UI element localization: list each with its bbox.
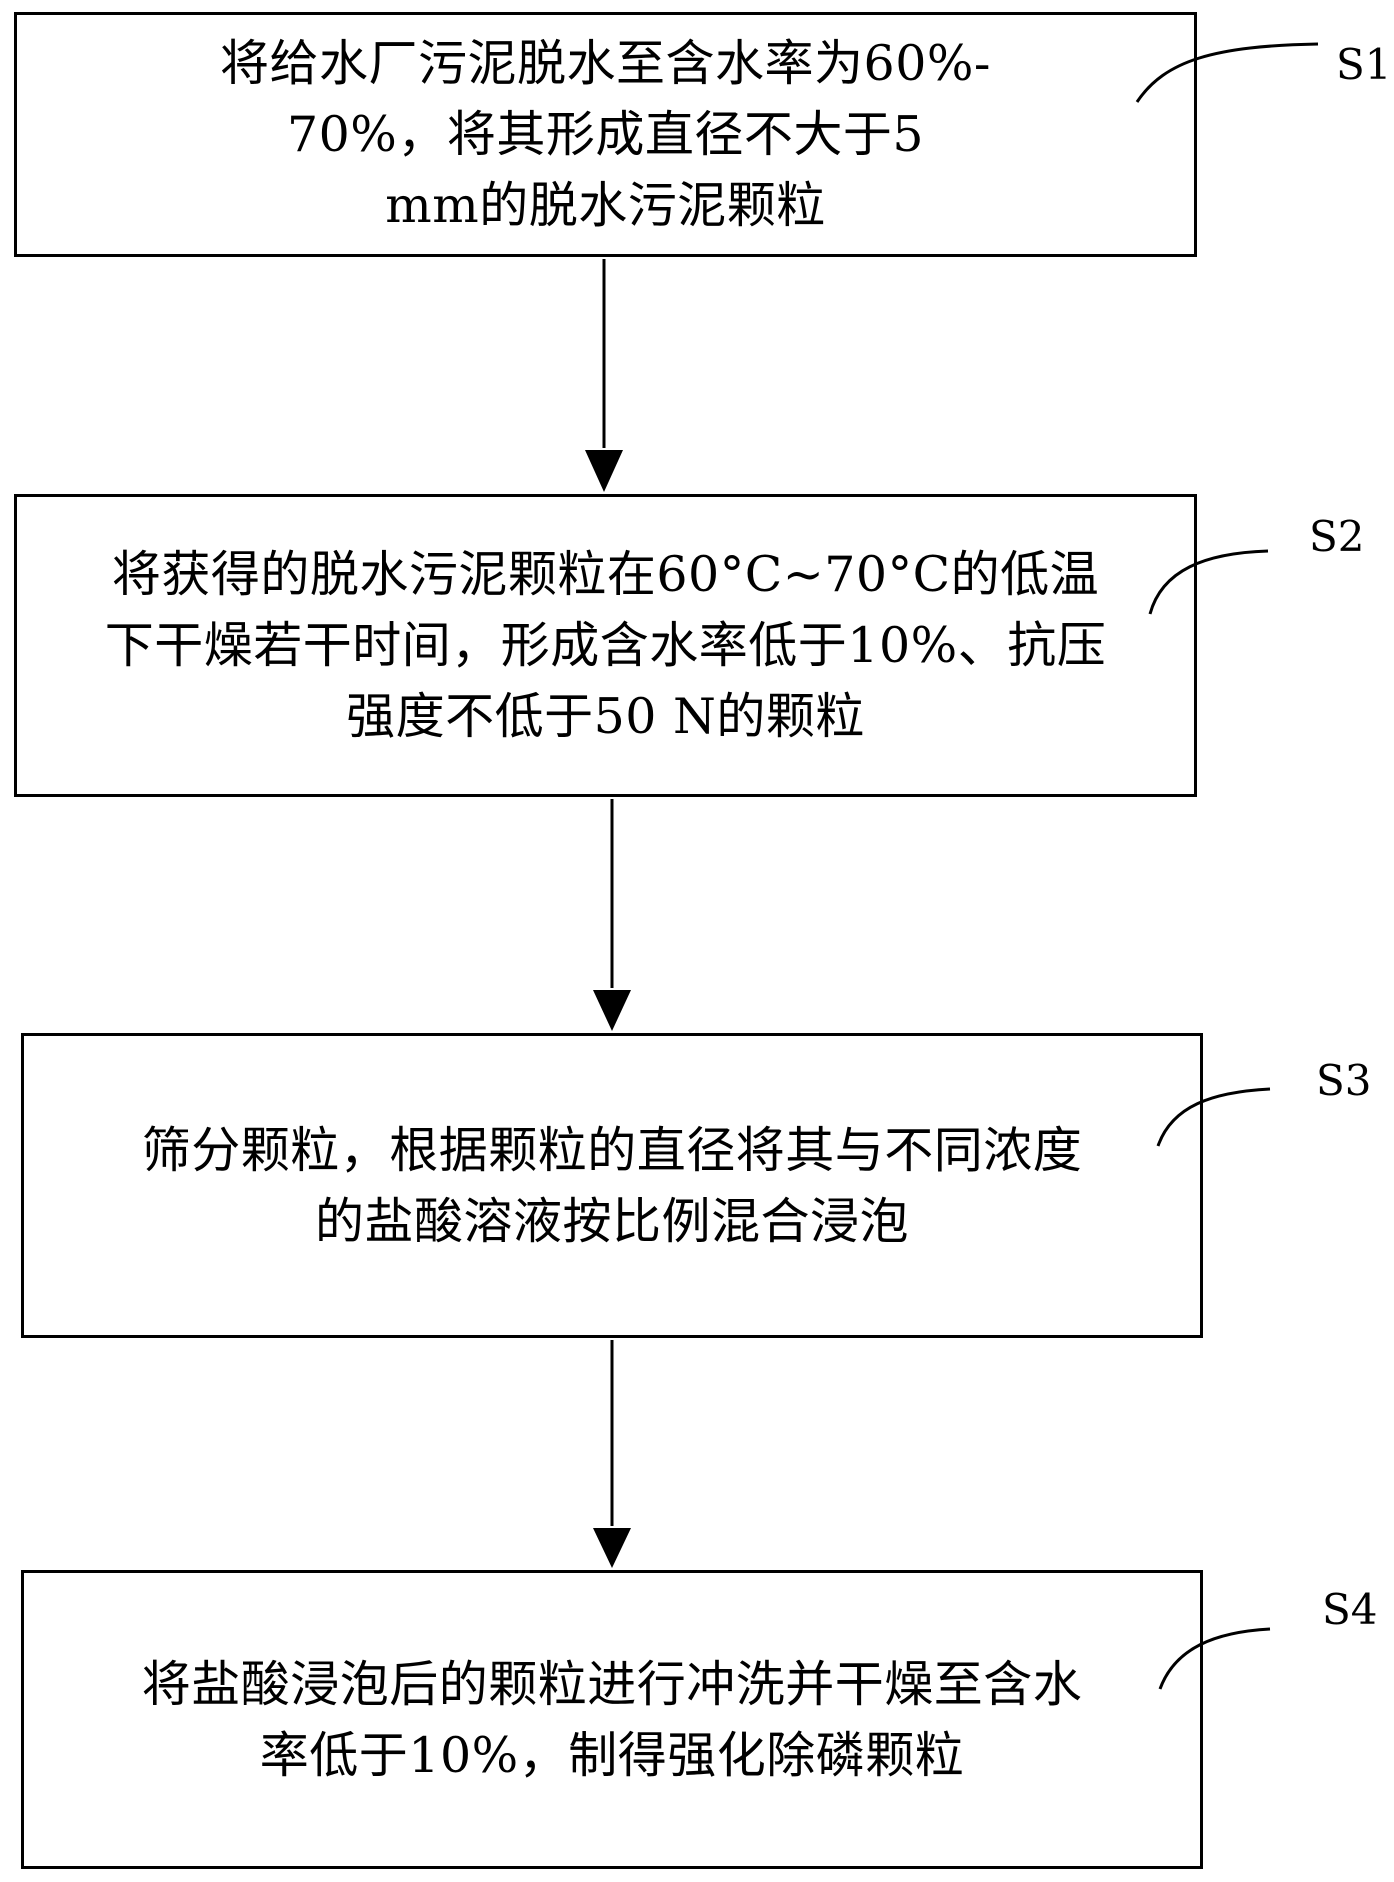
step-label-s1: S1 <box>1336 40 1392 89</box>
step-text-s2: 将获得的脱水污泥颗粒在60°C~70°C的低温 下干燥若干时间，形成含水率低于1… <box>104 546 1107 745</box>
flow-arrow-s3-s4 <box>593 1340 631 1568</box>
step-text-s3: 筛分颗粒，根据颗粒的直径将其与不同浓度 的盐酸溶液按比例混合浸泡 <box>141 1121 1083 1250</box>
step-label-s2: S2 <box>1309 512 1365 561</box>
arrowhead-icon <box>593 1528 631 1568</box>
step-box-s1: 将给水厂污泥脱水至含水率为60%- 70%，将其形成直径不大于5 mm的脱水污泥… <box>14 12 1197 257</box>
arrowhead-icon <box>585 450 623 492</box>
step-text-s1: 将给水厂污泥脱水至含水率为60%- 70%，将其形成直径不大于5 mm的脱水污泥… <box>220 35 991 234</box>
step-label-s3: S3 <box>1316 1056 1372 1105</box>
step-label-s4: S4 <box>1322 1585 1378 1634</box>
flow-arrow-s2-s3 <box>593 799 631 1031</box>
step-box-s3: 筛分颗粒，根据颗粒的直径将其与不同浓度 的盐酸溶液按比例混合浸泡 <box>21 1033 1203 1338</box>
step-box-s2: 将获得的脱水污泥颗粒在60°C~70°C的低温 下干燥若干时间，形成含水率低于1… <box>14 494 1197 797</box>
step-text-s4: 将盐酸浸泡后的颗粒进行冲洗并干燥至含水 率低于10%，制得强化除磷颗粒 <box>141 1655 1083 1784</box>
flow-arrow-s1-s2 <box>585 259 623 492</box>
arrowhead-icon <box>593 990 631 1031</box>
step-box-s4: 将盐酸浸泡后的颗粒进行冲洗并干燥至含水 率低于10%，制得强化除磷颗粒 <box>21 1570 1203 1869</box>
